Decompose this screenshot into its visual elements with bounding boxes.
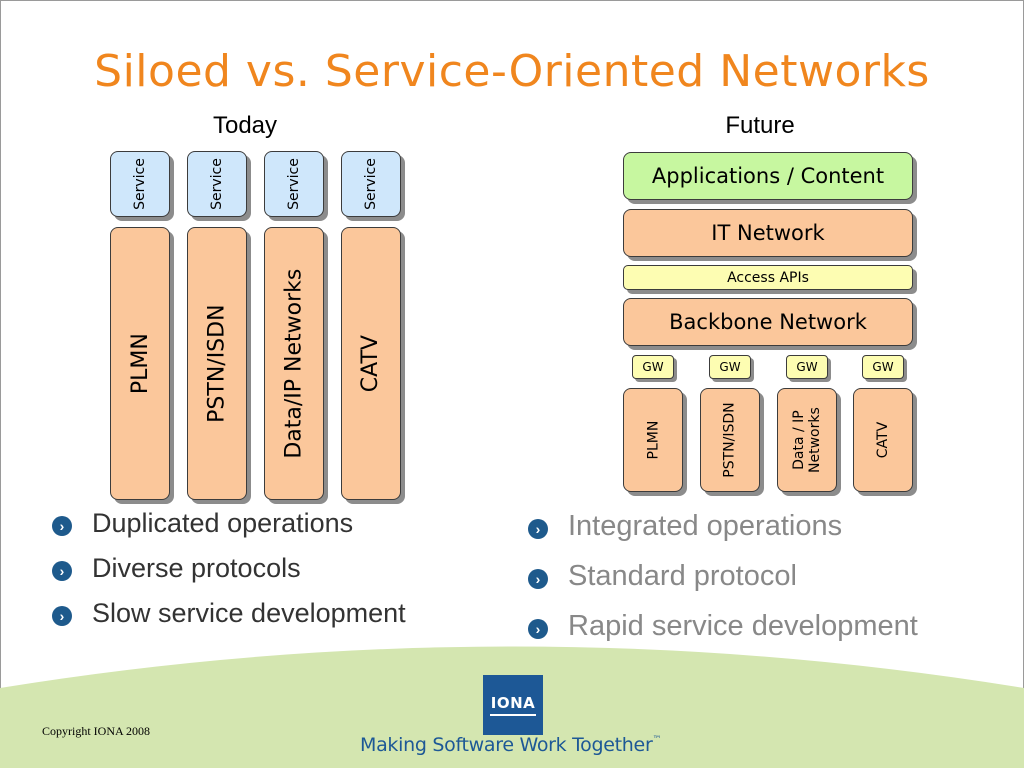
list-item: › Standard protocol <box>528 560 918 610</box>
network-label: CATV <box>358 334 384 393</box>
layer-label: Access APIs <box>727 269 809 286</box>
gateway-1: GW <box>632 355 674 379</box>
list-item: › Diverse protocols <box>52 553 406 598</box>
tagline-text: Making Software Work Together <box>360 734 653 756</box>
future-network-pstn: PSTN/ISDN <box>700 388 760 492</box>
copyright-text: Copyright IONA 2008 <box>42 724 150 738</box>
trademark-mark: ™ <box>652 735 662 745</box>
chevron-right-icon: › <box>528 519 548 539</box>
tagline: Making Software Work Together™ <box>360 734 661 756</box>
logo-underline <box>490 714 536 716</box>
network-label: Data / IP Networks <box>790 407 823 473</box>
iona-logo: IONA <box>483 675 543 735</box>
chevron-right-icon: › <box>528 619 548 639</box>
layer-label: Applications / Content <box>651 164 885 188</box>
access-apis-layer: Access APIs <box>623 265 913 290</box>
gateway-label: GW <box>642 360 664 374</box>
today-network-data-ip: Data/IP Networks <box>264 227 324 500</box>
chevron-right-icon: › <box>528 569 548 589</box>
today-heading: Today <box>212 112 278 139</box>
logo-text: IONA <box>490 694 536 712</box>
list-item: › Integrated operations <box>528 510 918 560</box>
network-label: PLMN <box>127 333 153 394</box>
future-heading: Future <box>725 112 795 139</box>
future-network-data-ip: Data / IP Networks <box>777 388 837 492</box>
future-network-catv: CATV <box>853 388 913 492</box>
gateway-2: GW <box>709 355 751 379</box>
today-service-1: Service <box>110 151 170 217</box>
bullet-text: Slow service development <box>92 598 406 628</box>
today-network-plmn: PLMN <box>110 227 170 500</box>
network-label: PLMN <box>644 420 661 460</box>
gateway-label: GW <box>872 360 894 374</box>
bullet-text: Diverse protocols <box>92 553 301 583</box>
list-item: › Rapid service development <box>528 610 918 660</box>
gateway-label: GW <box>796 360 818 374</box>
bullet-text: Standard protocol <box>568 560 797 592</box>
layer-label: IT Network <box>711 221 825 245</box>
today-service-3: Service <box>264 151 324 217</box>
layer-label: Backbone Network <box>669 310 867 334</box>
today-network-pstn: PSTN/ISDN <box>187 227 247 500</box>
network-label: PSTN/ISDN <box>721 402 738 478</box>
bullet-text: Rapid service development <box>568 610 918 642</box>
service-label: Service <box>362 158 379 210</box>
chevron-right-icon: › <box>52 516 72 536</box>
gateway-3: GW <box>786 355 828 379</box>
network-label: PSTN/ISDN <box>204 304 230 423</box>
gateway-4: GW <box>862 355 904 379</box>
bullet-text: Duplicated operations <box>92 508 354 538</box>
backbone-network-layer: Backbone Network <box>623 298 913 346</box>
today-bullet-list: › Duplicated operations › Diverse protoc… <box>52 508 406 643</box>
service-label: Service <box>208 158 225 210</box>
applications-content-layer: Applications / Content <box>623 152 913 200</box>
today-network-catv: CATV <box>341 227 401 500</box>
service-label: Service <box>285 158 302 210</box>
future-network-plmn: PLMN <box>623 388 683 492</box>
chevron-right-icon: › <box>52 561 72 581</box>
today-service-2: Service <box>187 151 247 217</box>
list-item: › Slow service development <box>52 598 406 643</box>
bullet-text: Integrated operations <box>568 510 843 542</box>
network-label: Data/IP Networks <box>281 268 307 459</box>
slide-title: Siloed vs. Service-Oriented Networks <box>94 46 930 97</box>
chevron-right-icon: › <box>52 606 72 626</box>
network-label: CATV <box>874 421 891 459</box>
today-service-4: Service <box>341 151 401 217</box>
list-item: › Duplicated operations <box>52 508 406 553</box>
it-network-layer: IT Network <box>623 209 913 257</box>
gateway-label: GW <box>719 360 741 374</box>
service-label: Service <box>131 158 148 210</box>
future-bullet-list: › Integrated operations › Standard proto… <box>528 510 918 660</box>
